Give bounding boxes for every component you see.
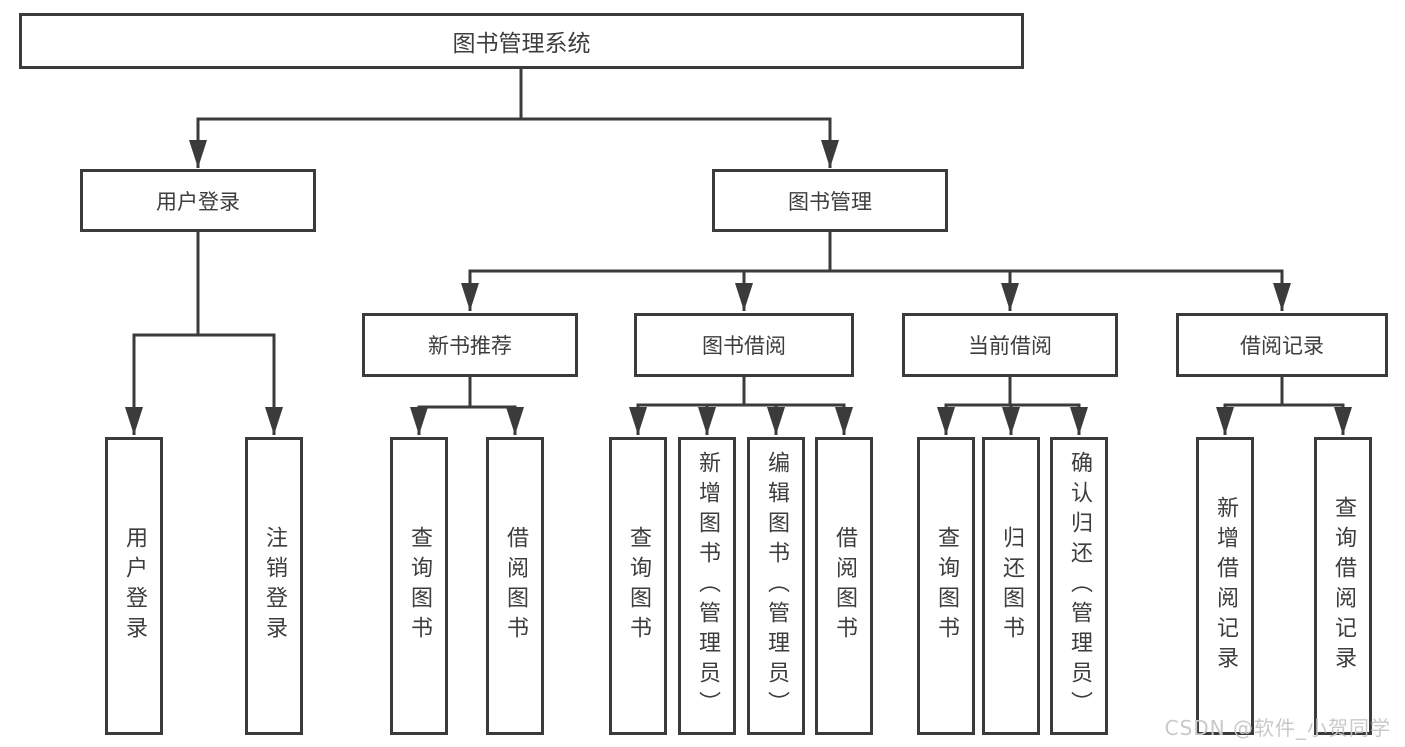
node-label: 借阅记录	[1240, 334, 1324, 358]
node-user-login: 用户登录	[80, 169, 316, 232]
leaf-confirm-return-admin: 确认归还（管理员）	[1050, 437, 1108, 735]
node-book-borrow: 图书借阅	[634, 313, 854, 377]
node-label: 查询图书	[934, 526, 959, 646]
leaf-borrow-books-borrow: 借阅图书	[815, 437, 873, 735]
leaf-query-books-borrow: 查询图书	[609, 437, 667, 735]
connector-tree	[125, 69, 1352, 435]
node-label: 图书管理	[788, 189, 872, 214]
node-label: 借阅图书	[832, 526, 857, 646]
node-library-management-system: 图书管理系统	[19, 13, 1024, 69]
node-new-book-recommend: 新书推荐	[362, 313, 578, 377]
leaf-user-login: 用户登录	[105, 437, 163, 735]
node-label: 借阅图书	[503, 526, 528, 646]
leaf-query-borrow-record: 查询借阅记录	[1314, 437, 1372, 735]
node-label: 当前借阅	[968, 334, 1052, 358]
node-label: 查询图书	[407, 526, 432, 646]
leaf-query-books-recommend: 查询图书	[390, 437, 448, 735]
node-label: 编辑图书（管理员）	[764, 451, 789, 721]
node-current-borrow: 当前借阅	[902, 313, 1118, 377]
node-label: 图书借阅	[702, 334, 786, 358]
csdn-watermark: CSDN @软件_小贺同学	[1164, 716, 1391, 740]
leaf-return-books: 归还图书	[982, 437, 1040, 735]
node-label: 用户登录	[122, 526, 147, 646]
leaf-edit-books-admin: 编辑图书（管理员）	[747, 437, 805, 735]
leaf-borrow-books-recommend: 借阅图书	[486, 437, 544, 735]
node-label: 确认归还（管理员）	[1067, 451, 1092, 721]
node-label: 注销登录	[262, 526, 287, 646]
leaf-add-borrow-record: 新增借阅记录	[1196, 437, 1254, 735]
leaf-query-books-current: 查询图书	[917, 437, 975, 735]
node-label: 新增图书（管理员）	[695, 451, 720, 721]
node-label: 用户登录	[156, 189, 240, 214]
node-label: 新书推荐	[428, 334, 512, 358]
node-label: 查询图书	[626, 526, 651, 646]
leaf-logout-login: 注销登录	[245, 437, 303, 735]
node-label: 归还图书	[999, 526, 1024, 646]
node-borrow-records: 借阅记录	[1176, 313, 1388, 377]
node-label: 新增借阅记录	[1213, 496, 1238, 676]
node-label: 查询借阅记录	[1331, 496, 1356, 676]
leaf-add-books-admin: 新增图书（管理员）	[678, 437, 736, 735]
node-book-management: 图书管理	[712, 169, 948, 232]
node-label: 图书管理系统	[452, 31, 591, 57]
